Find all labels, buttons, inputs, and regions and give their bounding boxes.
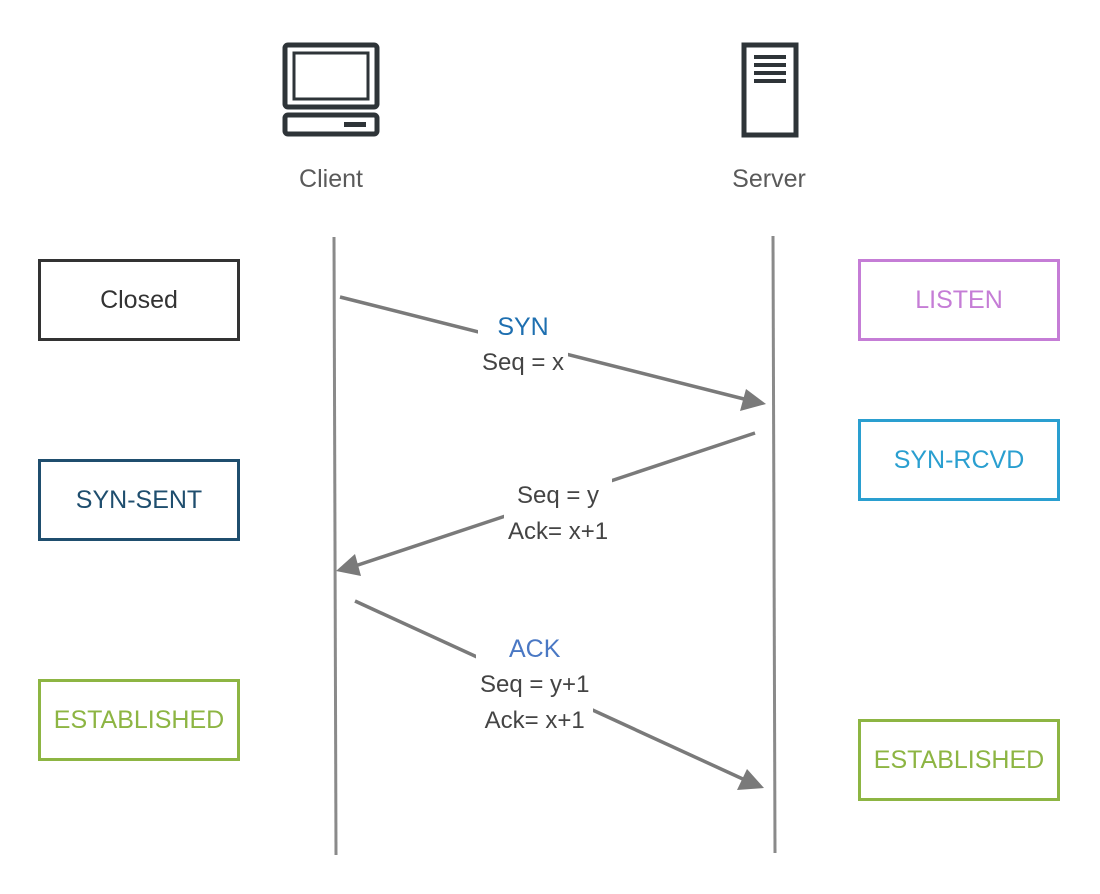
computer-icon	[282, 42, 380, 143]
server-timeline	[771, 235, 777, 854]
ack-message-label: ACK Seq = y+1 Ack= x+1	[476, 631, 594, 739]
client-timeline	[332, 236, 338, 856]
server-state-label: SYN-RCVD	[893, 445, 1025, 474]
ack-message-ack: Ack= x+1	[484, 707, 585, 734]
ack-message-title: ACK	[509, 635, 561, 663]
server-state-label: LISTEN	[915, 285, 1003, 314]
syn-ack-message-label: Seq = y Ack= x+1	[504, 478, 613, 550]
server-state-label: ESTABLISHED	[873, 745, 1045, 774]
server-state-listen: LISTEN	[858, 259, 1060, 341]
syn-ack-message-ack: Ack= x+1	[508, 518, 609, 545]
client-state-syn-sent: SYN-SENT	[38, 459, 240, 541]
server-state-established: ESTABLISHED	[858, 719, 1060, 801]
server-state-syn-rcvd: SYN-RCVD	[858, 419, 1060, 501]
server-label: Server	[732, 165, 806, 193]
syn-ack-message-seq: Seq = y	[517, 482, 600, 509]
ack-message-seq: Seq = y+1	[480, 671, 590, 698]
client-state-label: SYN-SENT	[75, 485, 203, 514]
client-state-label: Closed	[100, 285, 178, 314]
syn-message-label: SYN Seq = x	[478, 309, 569, 381]
syn-message-seq: Seq = x	[482, 349, 565, 376]
server-icon	[741, 42, 799, 143]
client-label: Client	[299, 165, 363, 193]
client-state-closed: Closed	[38, 259, 240, 341]
client-state-established: ESTABLISHED	[38, 679, 240, 761]
client-state-label: ESTABLISHED	[53, 705, 225, 734]
syn-message-title: SYN	[497, 313, 549, 341]
